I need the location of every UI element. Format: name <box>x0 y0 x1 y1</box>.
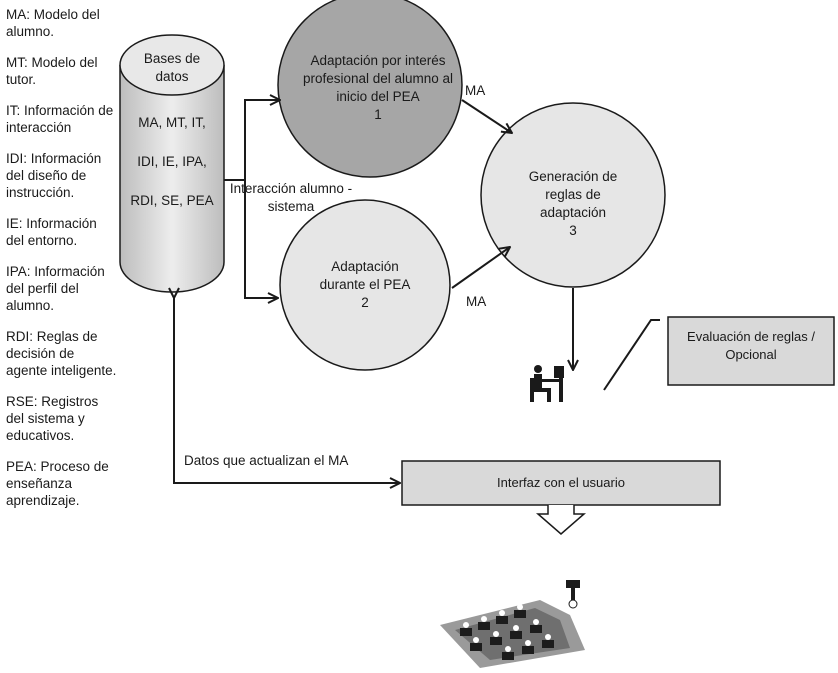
update-data-arrow <box>174 298 400 483</box>
legend-item: IPA: Información del perfil del alumno. <box>6 264 105 313</box>
interaction-label: Interacción alumno - sistema <box>229 181 353 214</box>
adaptation-during-label: Adaptación durante el PEA 2 <box>319 259 411 310</box>
arrow-during-to-rules <box>451 247 510 289</box>
adaptation-start-node <box>277 0 463 178</box>
evaluation-connector <box>603 319 660 391</box>
database-line-2: IDI, IE, IPA, <box>137 154 207 169</box>
rules-generation-label: Generación de reglas de adaptación 3 <box>528 169 618 238</box>
legend-item: RSE: Registros del sistema y educativos. <box>6 394 99 443</box>
database-cylinder <box>119 34 225 293</box>
rules-generation-node <box>480 102 666 288</box>
user-at-desk-icon <box>530 365 564 402</box>
interface-label: Interfaz con el usuario <box>497 475 625 490</box>
evaluation-label: Evaluación de reglas / Opcional <box>687 329 815 362</box>
legend-item: MT: Modelo del tutor. <box>6 55 98 87</box>
acronym-legend: MA: Modelo del alumno. MT: Modelo del tut… <box>6 6 118 523</box>
ma-label-bottom: MA <box>466 294 487 309</box>
ma-label-top: MA <box>465 83 486 98</box>
database-line-1: MA, MT, IT, <box>138 115 206 130</box>
classroom-image <box>440 580 585 668</box>
interface-down-arrow <box>535 505 587 535</box>
evaluation-box <box>667 316 835 386</box>
arrow-start-to-rules <box>461 99 512 133</box>
adaptation-start-label: Adaptación por interés profesional del a… <box>302 53 454 122</box>
legend-item: MA: Modelo del alumno. <box>6 7 100 39</box>
legend-item: IDI: Información del diseño de instrucci… <box>6 151 102 200</box>
db-branch-connector <box>224 100 280 181</box>
update-data-label: Datos que actualizan el MA <box>184 453 349 468</box>
database-line-3: RDI, SE, PEA <box>130 193 214 208</box>
legend-item: RDI: Reglas de decisión de agente inteli… <box>6 329 117 378</box>
database-title: Bases de datos <box>143 51 201 84</box>
legend-item: IT: Información de interacción <box>6 103 114 135</box>
legend-item: IE: Información del entorno. <box>6 216 97 248</box>
legend-item: PEA: Proceso de enseñanza aprendizaje. <box>6 459 109 508</box>
